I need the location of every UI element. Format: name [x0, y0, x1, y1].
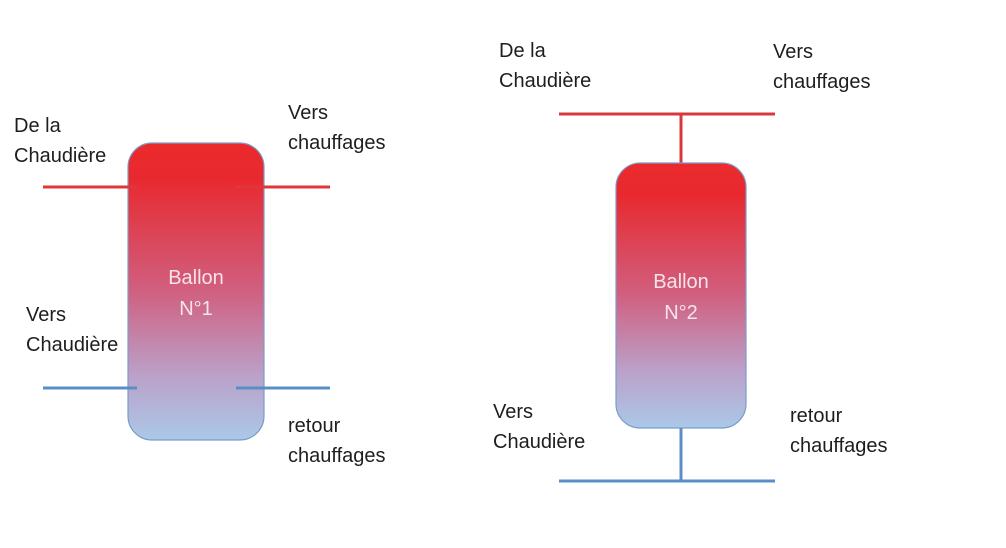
ballon1-label-to-boiler: Vers Chaudière [26, 300, 118, 360]
ballon1-label-heating-return: retour chauffages [288, 411, 386, 471]
label-line: retour [790, 405, 843, 427]
title-line: N°1 [179, 298, 213, 320]
label-line: Chaudière [14, 145, 107, 167]
ballon1-label-to-heating: Vers chauffages [288, 98, 386, 158]
label-line: Vers [26, 304, 67, 326]
ballon1-title: Ballon N°1 [126, 263, 266, 325]
label-line: chauffages [288, 132, 386, 154]
label-line: De la [499, 40, 546, 62]
label-line: Chaudière [26, 334, 119, 356]
ballon2-label-heating-return: retour chauffages [790, 401, 888, 461]
label-line: Chaudière [499, 70, 592, 92]
label-line: Vers [493, 401, 534, 423]
ballon2-title: Ballon N°2 [611, 267, 751, 329]
title-line: Ballon [168, 267, 224, 289]
ballon1-label-from-boiler: De la Chaudière [14, 111, 106, 171]
label-line: Chaudière [493, 431, 586, 453]
label-line: De la [14, 115, 61, 137]
label-line: Vers [773, 41, 814, 63]
ballon2-label-to-heating: Vers chauffages [773, 37, 871, 97]
label-line: chauffages [790, 435, 888, 457]
ballon1-tank [127, 142, 265, 441]
title-line: N°2 [664, 302, 698, 324]
ballon2-label-to-boiler: Vers Chaudière [493, 397, 585, 457]
label-line: Vers [288, 102, 329, 124]
title-line: Ballon [653, 271, 709, 293]
label-line: chauffages [773, 71, 871, 93]
label-line: chauffages [288, 445, 386, 467]
ballon2-label-from-boiler: De la Chaudière [499, 36, 591, 96]
label-line: retour [288, 415, 341, 437]
